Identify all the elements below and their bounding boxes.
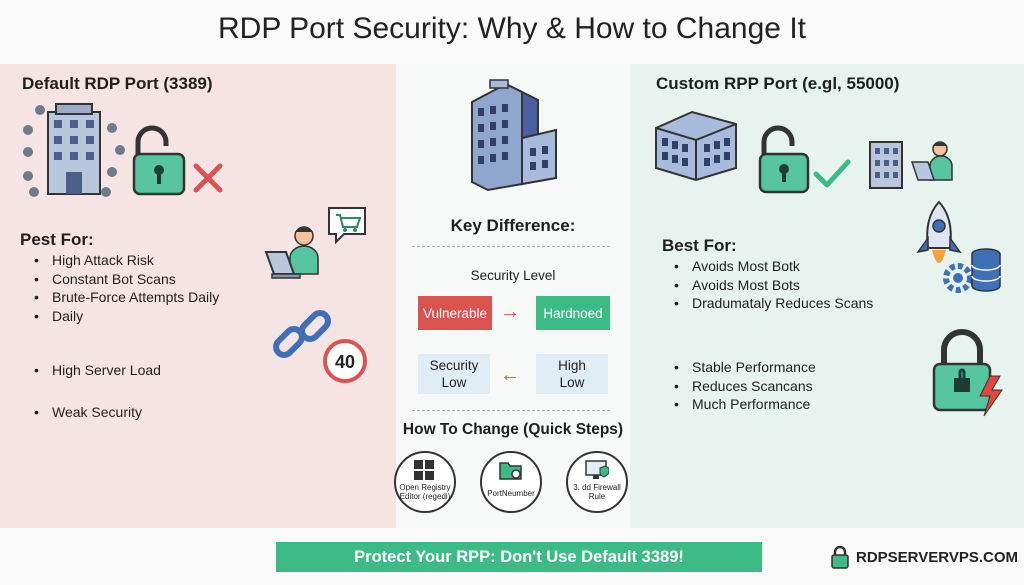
step-port-number: PortNeumber [480, 451, 542, 513]
list-item: Stable Performance [668, 358, 816, 377]
folder-gear-icon [499, 462, 522, 480]
list-item: Avoids Most Botk [668, 257, 873, 276]
step-open-registry: Open Registry Editor (regedi) [394, 451, 456, 513]
security-low-box: Security Low [418, 354, 490, 394]
left-list: High Attack Risk Constant Bot Scans Brut… [28, 251, 219, 325]
default-port-heading: Default RDP Port (3389) [22, 74, 213, 93]
custom-port-heading: Custom RPP Port (e.gl, 55000) [656, 74, 900, 93]
gear-database-icon [943, 248, 1001, 293]
hardened-badge: Hardnoed [536, 296, 610, 330]
broken-chain-icon [273, 310, 331, 358]
right-list: Avoids Most Botk Avoids Most Bots Dradum… [668, 257, 873, 313]
list-item: Weak Security [28, 403, 142, 422]
office-building-icon [655, 110, 737, 182]
rocket-icon [916, 200, 962, 263]
how-to-change-heading: How To Change (Quick Steps) [402, 421, 624, 438]
user-laptop-icon [264, 226, 319, 279]
step-label: PortNeumber [487, 489, 535, 498]
locked-padlock-lightning-icon [932, 329, 1003, 417]
divider [412, 410, 610, 411]
step-label: 3. dd Firewall Rule [573, 483, 621, 501]
unlocked-padlock-green-icon [758, 125, 810, 194]
list-item: Much Performance [668, 395, 816, 414]
page-title: RDP Port Security: Why & How to Change I… [217, 12, 806, 45]
green-check-icon [813, 159, 851, 188]
arrow-right-icon: → [500, 301, 520, 323]
right-list-2: Stable Performance Reduces Scancans Much… [668, 358, 816, 414]
list-item: Constant Bot Scans [28, 270, 219, 289]
security-level-label: Security Level [470, 268, 556, 283]
list-item: Reduces Scancans [668, 377, 816, 396]
red-x-icon [193, 163, 223, 193]
list-item: High Server Load [28, 361, 161, 380]
unlocked-padlock-icon [132, 125, 186, 196]
step-label: Open Registry Editor (regedi) [399, 483, 451, 501]
speed-limit-sign-icon: 40 [323, 339, 367, 383]
protect-banner: Protect Your RPP: Don't Use Default 3389… [276, 542, 762, 572]
monitor-shield-icon [585, 460, 609, 479]
windows-logo-icon [414, 460, 434, 480]
shopping-cart-bubble-icon [328, 207, 366, 245]
right-subheading: Best For: [662, 236, 737, 255]
list-item: Brute-Force Attempts Daily [28, 288, 219, 307]
arrow-left-icon: ← [500, 364, 520, 386]
divider [412, 246, 610, 247]
high-low-box: High Low [536, 354, 608, 394]
server-building-icon [471, 79, 557, 192]
vulnerable-badge: Vulnerable [418, 296, 492, 330]
list-item: Avoids Most Bots [668, 276, 873, 295]
left-list-3: Weak Security [28, 403, 142, 422]
list-item: High Attack Risk [28, 251, 219, 270]
list-item: Daily [28, 307, 219, 326]
lock-logo-icon [831, 545, 849, 569]
building-under-attack-icon [23, 103, 125, 197]
key-difference-heading: Key Difference: [450, 216, 576, 235]
step-firewall-rule: 3. dd Firewall Rule [566, 451, 628, 513]
user-laptop-icon [910, 141, 953, 181]
left-list-2: High Server Load [28, 361, 161, 380]
small-building-icon [869, 141, 903, 189]
brand-name: RDPSERVERVPS.COM [856, 548, 1018, 566]
speed-sign-value: 40 [335, 352, 355, 372]
brand-logo: RDPSERVERVPS.COM [830, 545, 1018, 569]
left-subheading: Pest For: [20, 230, 94, 249]
list-item: Dradumataly Reduces Scans [668, 294, 873, 313]
